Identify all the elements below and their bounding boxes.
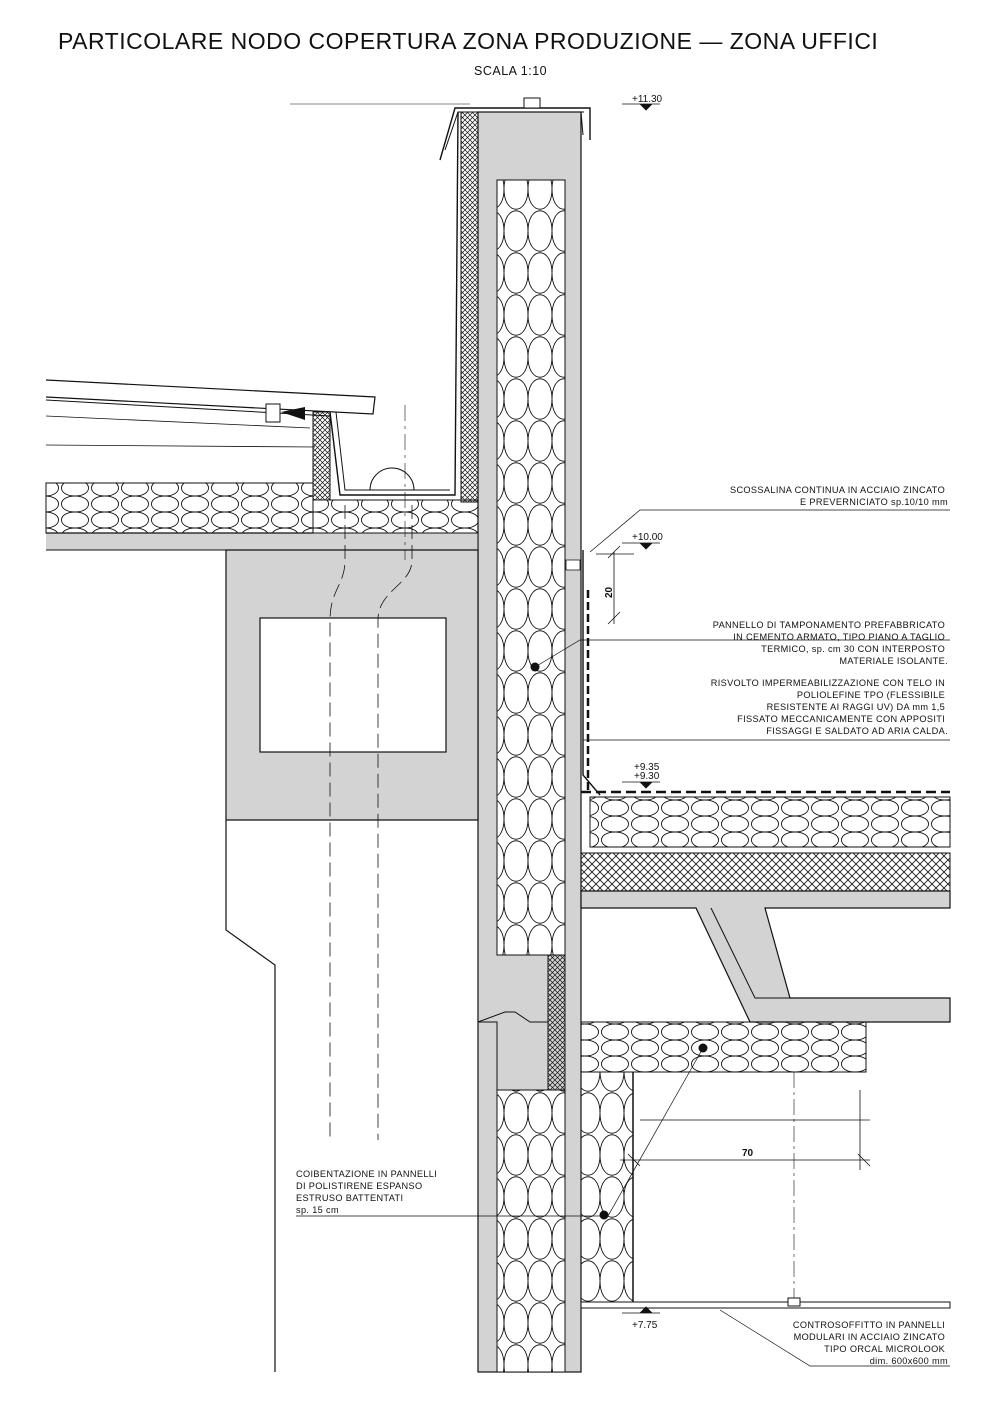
note-controsoffitto: CONTROSOFFITTO IN PANNELLI MODULARI IN A… <box>793 1320 948 1366</box>
gutter-and-roof-edge <box>312 111 459 501</box>
note-risvolto: RISVOLTO IMPERMEABILIZZAZIONE CON TELO I… <box>711 678 948 736</box>
level-roof-b: +9.30 <box>634 771 660 782</box>
office-eave-insulation <box>580 1021 867 1303</box>
suspended-ceiling <box>580 1072 951 1309</box>
production-roof-insulation <box>45 482 479 551</box>
level-flashing: +10.00 <box>632 532 663 543</box>
office-roof-slab <box>580 890 951 1023</box>
note-coibentazione: COIBENTAZIONE IN PANNELLI DI POLISTIRENE… <box>296 1169 440 1215</box>
wall-insulation <box>496 179 566 1373</box>
parapet-insulation-strip <box>460 111 566 1091</box>
leader-dot-panel <box>530 662 540 672</box>
leader-dot-coibentazione <box>599 1210 609 1220</box>
level-roof-a: +9.35 <box>634 762 660 773</box>
level-ceiling: +7.75 <box>632 1320 658 1331</box>
parapet-flashing <box>290 97 591 161</box>
sloping-roof-panel <box>45 379 376 448</box>
downpipe-dashed <box>329 505 413 1140</box>
note-scossalina: SCOSSALINA CONTINUA IN ACCIAIO ZINCATO E… <box>730 485 948 507</box>
drawing-scale: SCALA 1:10 <box>474 64 548 78</box>
dimension-20 <box>596 545 634 625</box>
level-top: +11.30 <box>632 94 663 105</box>
drawing-title: PARTICOLARE NODO COPERTURA ZONA PRODUZIO… <box>58 28 879 54</box>
waterproofing-membrane <box>565 550 601 796</box>
leader-dot-eave <box>698 1043 708 1053</box>
dimension-70 <box>620 1090 871 1170</box>
dimension-20-label: 20 <box>604 586 615 598</box>
production-beam <box>225 549 479 1372</box>
level-markers <box>622 103 660 1314</box>
office-roof-insulation <box>580 790 951 892</box>
note-pannello: PANNELLO DI TAMPONAMENTO PREFABBRICATO I… <box>713 620 948 666</box>
dimension-70-label: 70 <box>742 1148 754 1159</box>
annotation-leaders <box>296 509 950 1367</box>
